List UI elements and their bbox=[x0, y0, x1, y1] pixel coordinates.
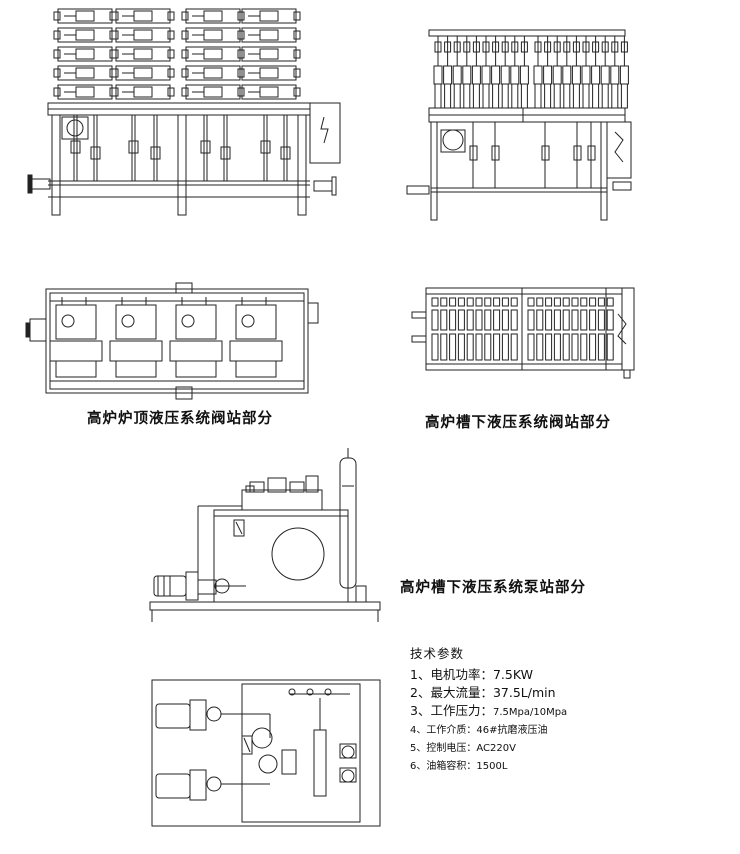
pump-station-plan-view bbox=[150, 678, 382, 828]
spec-row: 4、工作介质：46#抗磨液压油 bbox=[410, 725, 548, 736]
directional-valve-stack bbox=[54, 9, 300, 99]
caption-trough-valve-station: 高炉槽下液压系统阀站部分 bbox=[425, 415, 611, 431]
trough-valve-station-front-view bbox=[405, 20, 637, 225]
proportional-valve-row bbox=[434, 36, 628, 108]
specs-title: 技术参数 bbox=[410, 646, 465, 661]
technical-specs: 技术参数 1、电机功率：7.5KW 2、最大流量：37.5L/min 3、工作压… bbox=[410, 643, 567, 776]
spec-row: 3、工作压力：7.5Mpa/10Mpa bbox=[410, 703, 568, 718]
proportional-valve-modules bbox=[432, 298, 613, 360]
valve-manifold-blocks bbox=[50, 297, 282, 377]
spec-row: 2、最大流量：37.5L/min bbox=[410, 685, 556, 700]
spec-row: 6、油箱容积：1500L bbox=[410, 761, 508, 772]
trough-valve-station-plan-view bbox=[410, 278, 642, 383]
top-valve-station-front-view bbox=[28, 5, 348, 225]
spec-row: 5、控制电压：AC220V bbox=[410, 743, 516, 754]
spec-row: 1、电机功率：7.5KW bbox=[410, 667, 533, 682]
pump-station-front-view bbox=[150, 446, 382, 628]
caption-pump-station: 高炉槽下液压系统泵站部分 bbox=[400, 580, 586, 596]
top-valve-station-plan-view bbox=[26, 283, 322, 401]
caption-top-valve-station: 高炉炉顶液压系统阀站部分 bbox=[87, 411, 273, 427]
